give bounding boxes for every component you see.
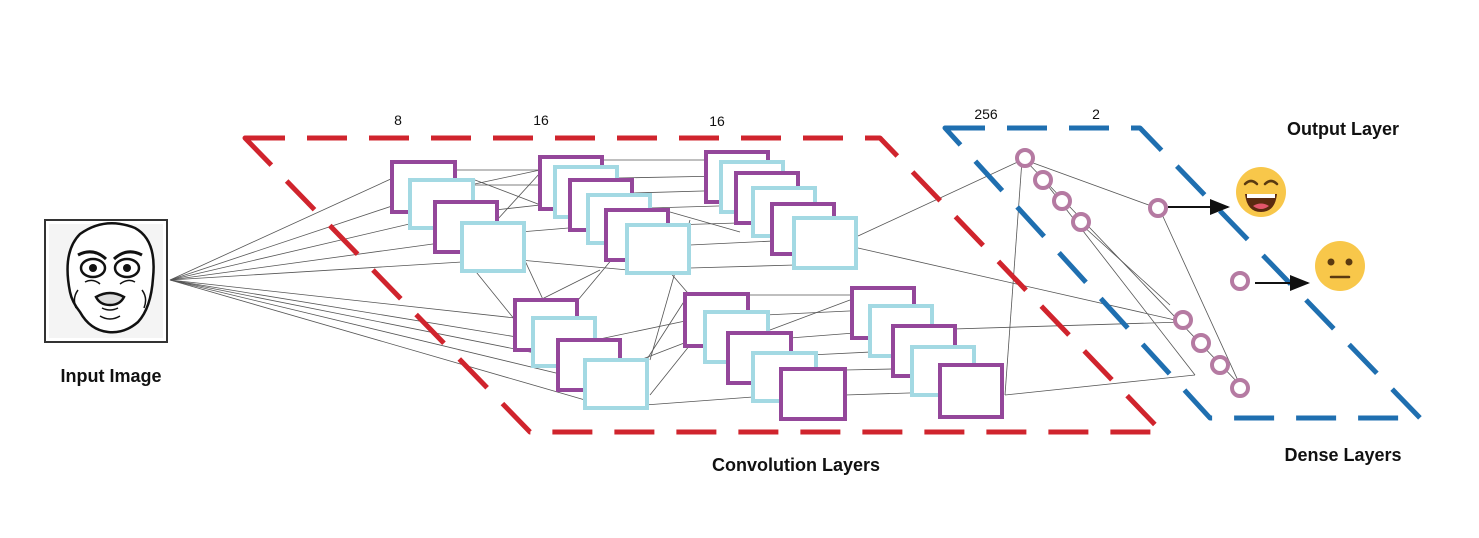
input-image-label: Input Image [60,366,161,386]
output-layer-label: Output Layer [1287,119,1399,139]
neutral-emoji-icon [1315,241,1365,291]
dense-region [942,125,1423,421]
conv2-filters-bottom [683,292,847,421]
output-layer-neurons [1148,198,1250,291]
laughing-emoji-icon [1236,167,1286,217]
conv2-filters-top [538,155,691,275]
convolution-region [242,135,1165,435]
dense2-unit-count: 2 [1092,106,1100,122]
conv1-filters-top [390,160,526,273]
conv1-filters-bottom [513,298,649,410]
dense-layers-label: Dense Layers [1284,445,1401,465]
conv3-filters-top [704,150,858,270]
conv3-filter-count: 16 [709,113,725,129]
convolution-layers-label: Convolution Layers [712,455,880,475]
conv2-filter-count: 16 [533,112,549,128]
conv3-filters-bottom [850,286,1004,419]
dense-layer-neurons [1015,148,1250,398]
conv1-filter-count: 8 [394,112,402,128]
rage-face-icon [44,219,168,343]
dense1-unit-count: 256 [974,106,998,122]
